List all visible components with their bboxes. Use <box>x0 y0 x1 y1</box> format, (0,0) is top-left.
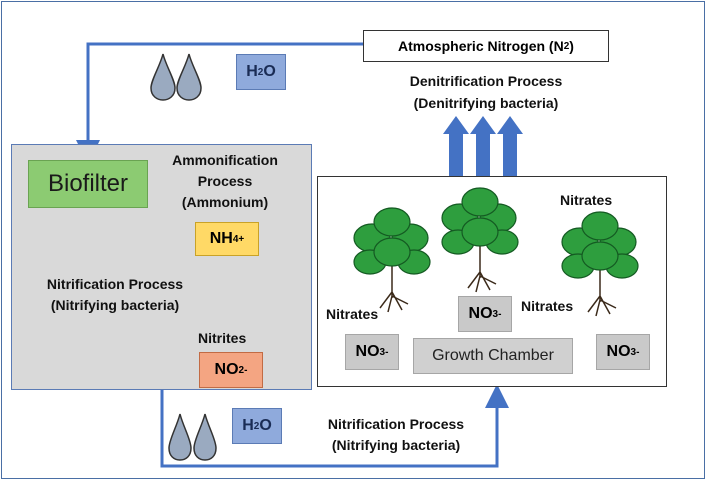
up-arrow-3 <box>497 116 523 176</box>
water-drop-icon <box>168 413 192 461</box>
plant-icon <box>561 211 639 317</box>
biofilter-label-box: Biofilter <box>28 160 148 208</box>
water-drop-icon <box>176 53 202 101</box>
up-arrow-2 <box>470 116 496 176</box>
water-drop-icon <box>150 53 176 101</box>
water-drop-icon <box>193 413 217 461</box>
denitrification-arrows <box>443 116 523 176</box>
nitrates-label-right: Nitrates <box>521 298 574 314</box>
plant-icon <box>353 207 431 313</box>
ammonification-label: Ammonification Process (Ammonium) <box>172 152 278 210</box>
atmospheric-label: Atmospheric Nitrogen (N <box>398 38 564 54</box>
nitrification-label-inner: Nitrification Process (Nitrifying bacter… <box>46 276 184 313</box>
growth-chamber-label-box: Growth Chamber <box>413 338 573 374</box>
water-drops-bottom <box>168 413 217 461</box>
nitrification-label-bottom: Nitrification Process (Nitrifying bacter… <box>327 416 465 453</box>
nitrates-label-top: Nitrates <box>560 192 613 208</box>
water-drops-top <box>150 53 202 101</box>
nitrates-label-left: Nitrates <box>326 306 379 322</box>
plant-icon <box>441 187 519 293</box>
denitrification-label: Denitrification Process (Denitrifying ba… <box>409 73 563 111</box>
bottom-flow-line <box>160 384 509 468</box>
nitrites-label: Nitrites <box>198 330 247 346</box>
up-arrow-1 <box>443 116 469 176</box>
top-flow-line <box>76 42 363 164</box>
